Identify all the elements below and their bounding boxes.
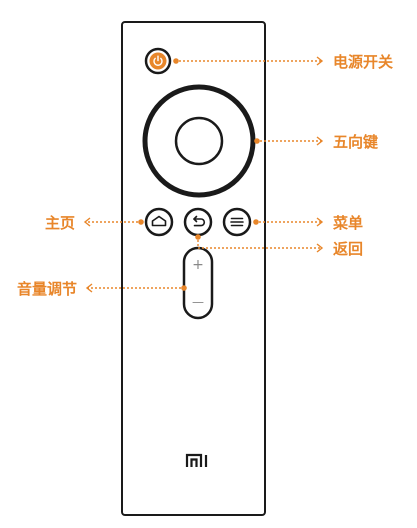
callout-home: 主页 (45, 214, 144, 232)
callout-dpad: 五向键 (254, 133, 378, 151)
back-button[interactable] (183, 207, 213, 237)
callout-back: 返回 (195, 234, 363, 258)
home-icon (151, 215, 167, 227)
callout-menu: 菜单 (253, 214, 363, 232)
power-icon (153, 55, 163, 66)
label-back: 返回 (333, 240, 363, 258)
menu-lines-icon (230, 217, 244, 227)
mi-logo-icon (185, 453, 208, 467)
volume-plus-glyph: + (192, 257, 204, 273)
label-menu: 菜单 (332, 214, 363, 232)
power-button[interactable] (144, 47, 172, 75)
back-arrow-icon (193, 215, 206, 227)
callout-volume: 音量调节 (17, 280, 187, 298)
callout-power: 电源开关 (173, 53, 393, 71)
label-dpad: 五向键 (333, 133, 378, 151)
home-button[interactable] (144, 207, 174, 237)
label-home: 主页 (45, 214, 75, 232)
menu-button[interactable] (222, 207, 252, 237)
label-power: 电源开关 (333, 53, 393, 71)
dpad-center-button[interactable] (174, 116, 224, 166)
volume-minus-glyph: — (192, 295, 204, 309)
label-volume: 音量调节 (17, 280, 77, 298)
